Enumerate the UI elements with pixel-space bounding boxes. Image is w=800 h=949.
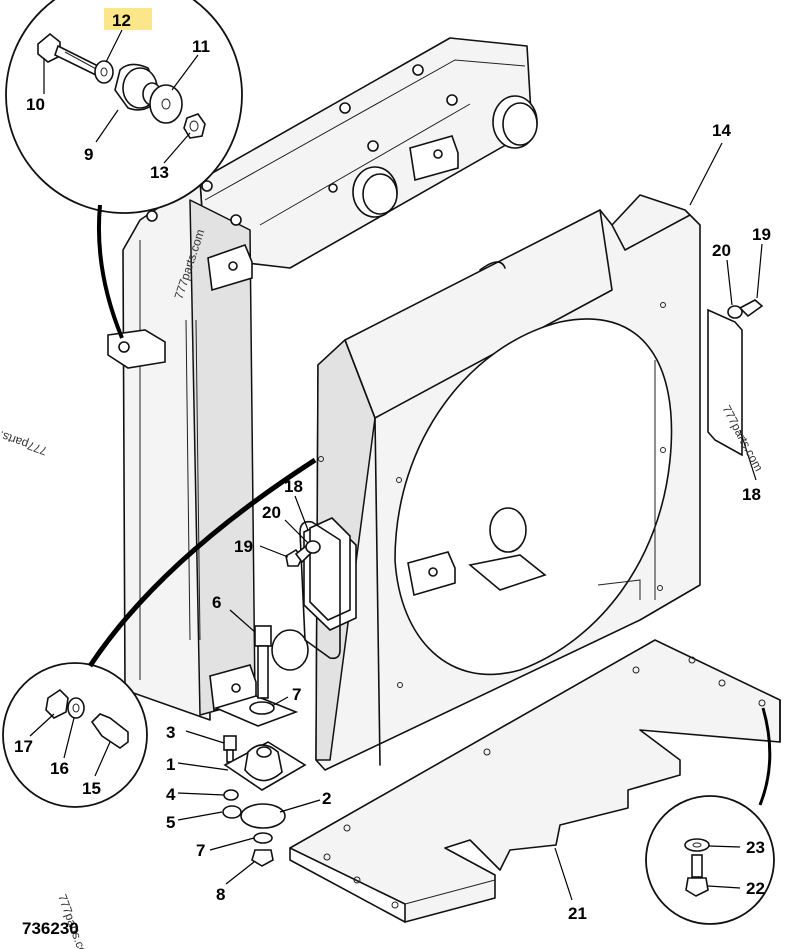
callout-14: 14	[712, 121, 731, 140]
callout-10: 10	[26, 95, 45, 114]
callout-12-highlight	[104, 8, 152, 30]
callout-6: 6	[212, 593, 221, 612]
anti-vibration-mount-stack	[222, 625, 307, 867]
watermark-2: 777parts.com	[0, 420, 49, 458]
seal-plate-left	[299, 517, 357, 660]
callout-labels: 12 11 10 9 13 14 20 19 18 18 20 19 6 7 3…	[14, 8, 771, 923]
callout-9: 9	[84, 145, 93, 164]
callout-21: 21	[568, 904, 587, 923]
callout-18-right: 18	[742, 485, 761, 504]
bottom-plate	[289, 639, 781, 923]
seal-plate-right	[707, 308, 743, 457]
drawing-number: 736230	[22, 919, 79, 938]
bolt-group-right	[727, 299, 764, 319]
leader-lines	[29, 29, 763, 901]
plate-holes	[323, 656, 766, 909]
callout-20-right: 20	[712, 241, 731, 260]
bolt-group-left	[285, 540, 321, 567]
callout-13: 13	[150, 163, 169, 182]
callout-7-upper: 7	[292, 685, 301, 704]
callout-3: 3	[166, 723, 175, 742]
callout-19-left: 19	[234, 537, 253, 556]
callout-4: 4	[166, 785, 176, 804]
callout-23: 23	[746, 838, 765, 857]
callout-18-left: 18	[284, 477, 303, 496]
callout-19-right: 19	[752, 225, 771, 244]
inset-detail-top	[5, 0, 243, 339]
callout-5: 5	[166, 813, 175, 832]
top-bolt-heads	[146, 64, 458, 226]
callout-8: 8	[216, 885, 225, 904]
inset-detail-bottom-right	[645, 707, 775, 925]
callout-20-left: 20	[262, 503, 281, 522]
callout-17: 17	[14, 737, 33, 756]
callout-22: 22	[746, 879, 765, 898]
callout-2: 2	[322, 789, 331, 808]
callout-11: 11	[192, 37, 210, 56]
callout-1: 1	[166, 755, 175, 774]
callout-15: 15	[82, 779, 101, 798]
callout-12: 12	[112, 11, 131, 30]
inset-detail-bottom-left	[2, 457, 317, 808]
callout-7-lower: 7	[196, 841, 205, 860]
shroud-holes	[318, 302, 666, 688]
callout-16: 16	[50, 759, 69, 778]
